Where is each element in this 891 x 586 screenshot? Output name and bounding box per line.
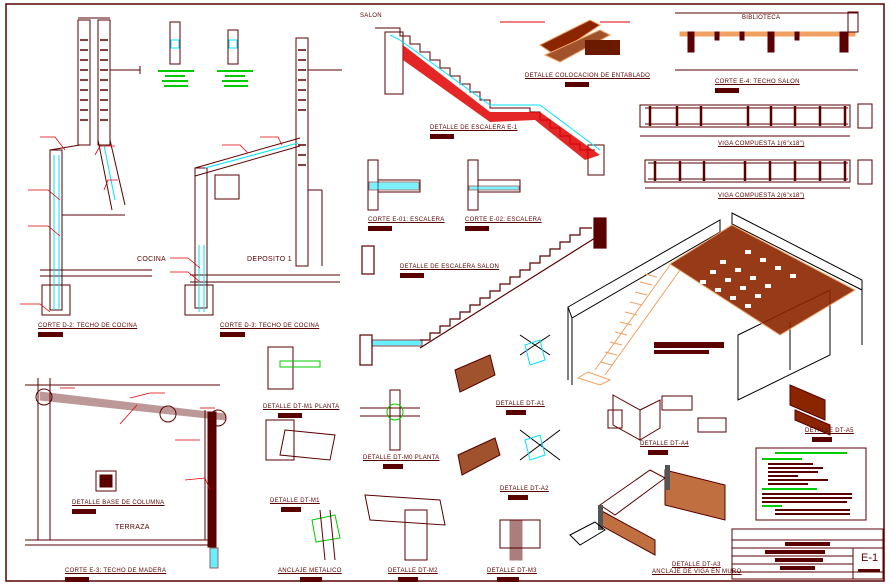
dta1-drawing xyxy=(454,334,551,393)
scale-bar xyxy=(506,410,526,415)
viga-compuesta-2-title: VIGA COMPUESTA 2(6"x18") xyxy=(718,193,805,199)
scale-bar xyxy=(465,226,489,231)
isometric-roof-framing xyxy=(669,224,857,336)
dtm1-title: DETALLE DT-M1 xyxy=(270,498,320,504)
scale-bar xyxy=(300,577,322,582)
scale-bar xyxy=(65,577,89,582)
corte-d2-rebar xyxy=(53,144,116,310)
sheet-number: E-1 xyxy=(861,552,879,564)
scale-bar xyxy=(400,273,424,278)
corte-d3-rebar xyxy=(198,142,299,312)
corte-e01-title: CORTE E-01: ESCALERA xyxy=(368,217,445,223)
corte-d3-drawing xyxy=(184,37,342,316)
escalera-salon-title: DETALLE DE ESCALERA SALON xyxy=(400,264,500,270)
dtm1-planta-title: DETALLE DT-M1 PLANTA xyxy=(263,404,340,410)
scale-bar xyxy=(398,577,418,582)
dta4-title: DETALLE DT-A4 xyxy=(640,441,689,447)
scale-bar xyxy=(430,134,454,139)
scale-bar xyxy=(383,464,403,469)
isometric-title-bar-2 xyxy=(654,350,709,354)
corte-e4-title: CORTE E-4: TECHO SALON xyxy=(715,79,800,85)
corte-e3-annotations xyxy=(60,387,215,491)
escalera-salon-drawing xyxy=(359,217,607,366)
scale-bar xyxy=(715,88,739,93)
scale-bar xyxy=(812,437,832,442)
dtm1-planta-drawing xyxy=(267,346,321,390)
escalera-e1-rebar xyxy=(389,34,601,151)
dta5-title: DETALLE DT-A5 xyxy=(805,428,854,434)
dta3-title: DETALLE DT-A3 xyxy=(672,562,721,568)
entablado-detail xyxy=(500,19,630,63)
scale-bar xyxy=(220,332,245,337)
corte-e01-drawing xyxy=(367,159,521,211)
room-label-biblioteca: BIBLIOTECA xyxy=(742,15,781,21)
scale-bar xyxy=(278,413,302,418)
dta4-drawing xyxy=(607,394,727,441)
corte-e4-drawing xyxy=(675,11,859,71)
room-label-salon: SALON xyxy=(360,13,382,19)
scale-bar xyxy=(565,82,589,87)
corte-d3-title: CORTE D-3: TECHO DE COCINA xyxy=(220,323,320,329)
dta3-drawing xyxy=(569,465,726,556)
corte-d3-annotations xyxy=(170,136,283,283)
viga-compuesta-2 xyxy=(644,159,873,189)
room-label-cocina: COCINA xyxy=(137,256,167,263)
base-columna-title: DETALLE BASE DE COLUMNA xyxy=(72,500,165,506)
dtm1-drawing xyxy=(265,419,336,461)
isometric-title-bar xyxy=(654,342,724,348)
scale-bar xyxy=(497,577,519,582)
corte-d2-annotations xyxy=(20,136,118,313)
scale-bar xyxy=(38,332,63,337)
dta2-drawing xyxy=(457,429,561,476)
scale-bar xyxy=(281,507,301,512)
escalera-e1-concrete xyxy=(403,45,600,160)
dtm0-planta-title: DETALLE DT-M0 PLANTA xyxy=(363,455,440,461)
corte-e02-title: CORTE E-02: ESCALERA xyxy=(465,217,542,223)
title-block xyxy=(731,528,884,580)
dtm0-planta-drawing xyxy=(360,389,420,451)
scale-bar xyxy=(72,509,96,514)
dtm3-drawing xyxy=(499,519,541,561)
corte-e3-title: CORTE E-3: TECHO DE MADERA xyxy=(65,568,167,574)
viga-compuesta-1 xyxy=(639,103,873,137)
scale-bar xyxy=(508,495,528,500)
isometric-stair xyxy=(576,264,681,386)
column-sections xyxy=(169,21,239,65)
corte-d2-drawing xyxy=(40,17,152,316)
scale-bar xyxy=(648,450,668,455)
dta2-title: DETALLE DT-A2 xyxy=(500,486,549,492)
escalera-e1-title: DETALLE DE ESCALERA E-1 xyxy=(430,125,518,131)
isometric-roof-openings xyxy=(700,250,796,308)
sheet-border xyxy=(5,3,885,582)
dta1-title: DETALLE DT-A1 xyxy=(496,401,545,407)
corte-d2-title: CORTE D-2: TECHO DE COCINA xyxy=(38,323,138,329)
anclaje-metalico-title: ANCLAJE METALICO xyxy=(278,568,342,574)
viga-compuesta-1-title: VIGA COMPUESTA 1(6"x18") xyxy=(718,141,805,147)
corte-e3-drawing xyxy=(25,378,227,569)
scale-bar xyxy=(368,226,392,231)
dtm3-title: DETALLE DT-M3 xyxy=(487,568,537,574)
dtm2-drawing xyxy=(364,494,446,561)
room-label-deposito: DEPOSITO 1 xyxy=(247,256,292,263)
dta5-drawing xyxy=(789,384,831,436)
room-label-terraza: TERRAZA xyxy=(115,524,150,531)
general-notes-box xyxy=(755,447,867,521)
dta3-subtitle: ANCLAJE DE VIGA EN MURO xyxy=(652,569,742,575)
dtm2-title: DETALLE DT-M2 xyxy=(388,568,438,574)
entablado-title: DETALLE COLOCACION DE ENTABLADO xyxy=(525,73,651,79)
column-section-labels xyxy=(158,70,253,87)
anclaje-metalico-drawing xyxy=(311,509,341,561)
